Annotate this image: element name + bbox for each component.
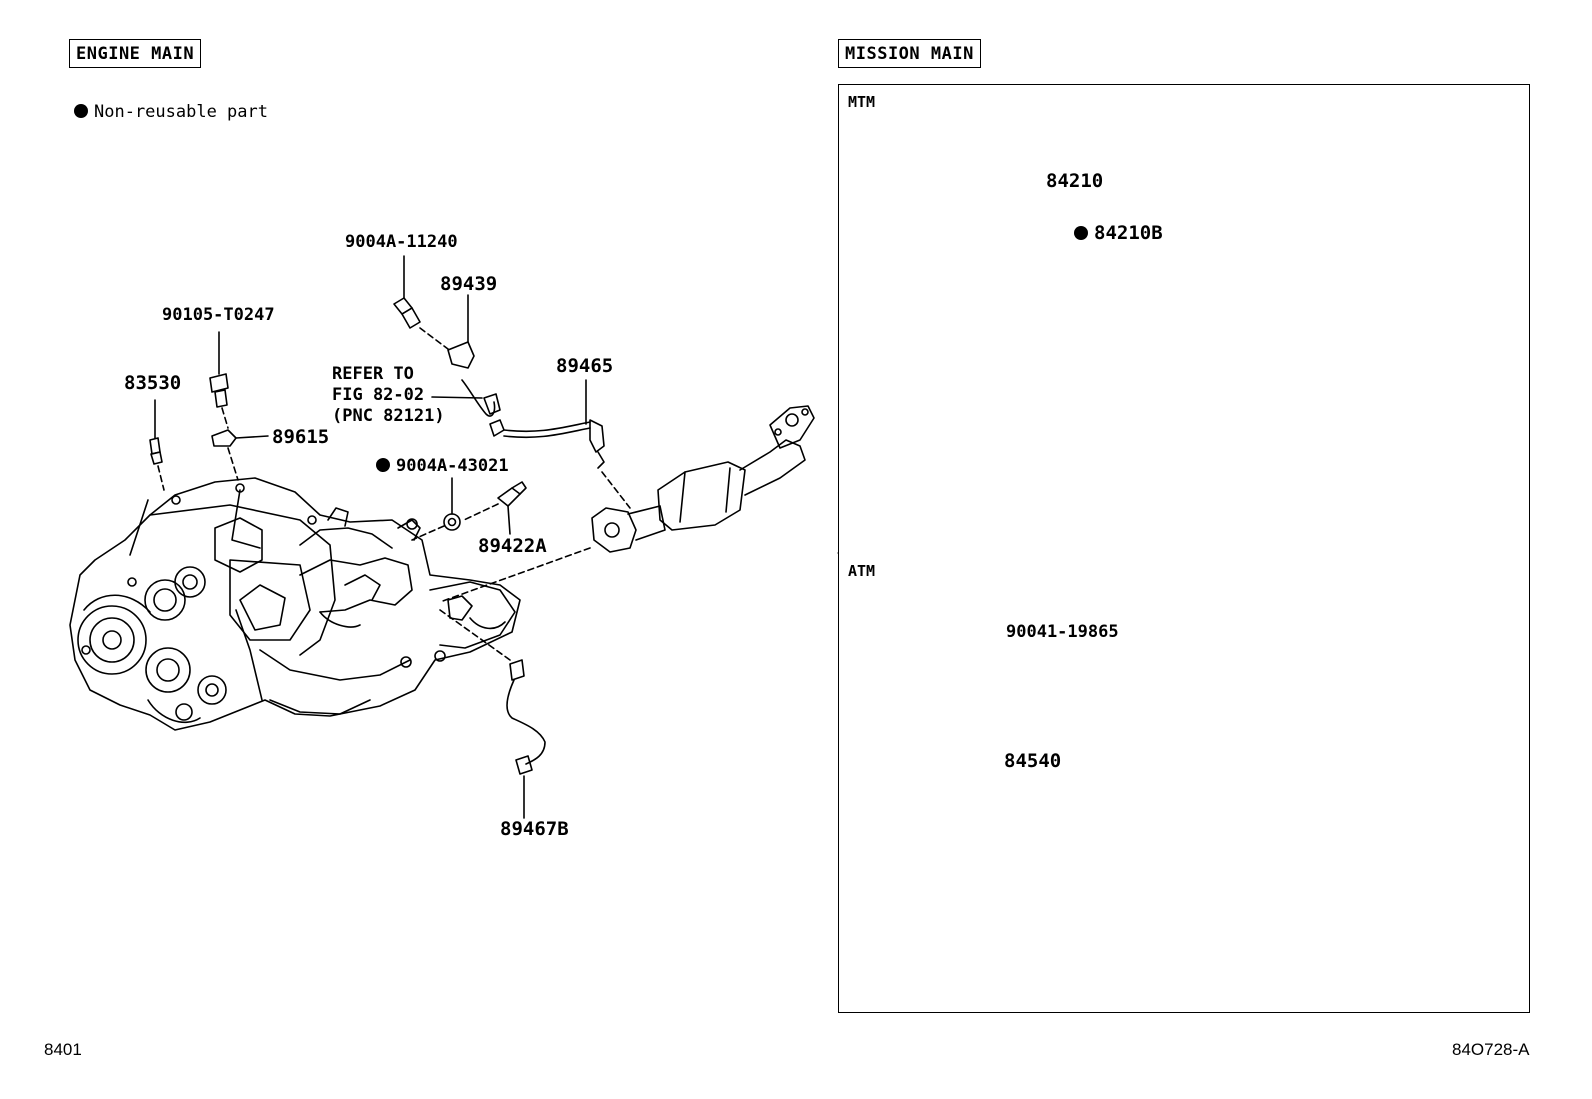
gasket-9004A-43021-drawing xyxy=(411,477,461,541)
part-label-9004A-43021[interactable]: 9004A-43021 xyxy=(376,456,509,476)
bracket-89439-drawing xyxy=(447,294,475,369)
mission-main-tag: MISSION MAIN xyxy=(838,39,981,68)
part-label-89465[interactable]: 89465 xyxy=(556,355,614,377)
catalytic-converter-drawing xyxy=(591,405,815,553)
part-label-90041-19865[interactable]: 90041-19865 xyxy=(1006,622,1119,642)
engine-main-tag: ENGINE MAIN xyxy=(69,39,202,68)
part-number: 9004A-43021 xyxy=(396,456,509,476)
sensor-89615-drawing xyxy=(211,429,269,481)
part-label-89615[interactable]: 89615 xyxy=(272,426,330,448)
sensor-89422A-drawing xyxy=(463,481,527,535)
oxygen-sensor-89465-drawing xyxy=(489,379,631,509)
part-label-89422A[interactable]: 89422A xyxy=(478,535,547,557)
part-label-90105-T0247[interactable]: 90105-T0247 xyxy=(162,305,275,325)
part-label-89439[interactable]: 89439 xyxy=(440,273,498,295)
mtm-label: MTM xyxy=(848,93,876,111)
legend: Non-reusable part xyxy=(74,102,268,122)
figure-number: 8401 xyxy=(44,1040,82,1059)
atm-label: ATM xyxy=(848,562,876,580)
non-reusable-dot-icon xyxy=(376,458,390,472)
bolt-90105-drawing xyxy=(209,331,229,429)
part-label-9004A-11240[interactable]: 9004A-11240 xyxy=(345,232,458,252)
drawing-code: 84O728-A xyxy=(1452,1040,1530,1059)
part-label-89467B[interactable]: 89467B xyxy=(500,818,569,840)
harness-82121-drawing xyxy=(431,379,501,417)
legend-text: Non-reusable part xyxy=(94,102,268,122)
sensor-83530-drawing xyxy=(149,399,165,491)
part-label-84210B[interactable]: 84210B xyxy=(1074,222,1163,244)
engine-drawing xyxy=(69,477,521,731)
non-reusable-dot-icon xyxy=(1074,226,1088,240)
part-label-83530[interactable]: 83530 xyxy=(124,372,182,394)
refer-note[interactable]: REFER TO FIG 82-02 (PNC 82121) xyxy=(332,364,445,426)
mission-panel xyxy=(838,84,1530,1013)
non-reusable-dot-icon xyxy=(74,104,88,118)
part-label-84210[interactable]: 84210 xyxy=(1046,170,1104,192)
part-number: 84210B xyxy=(1094,222,1163,244)
part-label-84540[interactable]: 84540 xyxy=(1004,750,1062,772)
oxygen-sensor-89467B-drawing xyxy=(439,609,546,819)
bolt-9004A-11240-drawing xyxy=(393,255,453,353)
